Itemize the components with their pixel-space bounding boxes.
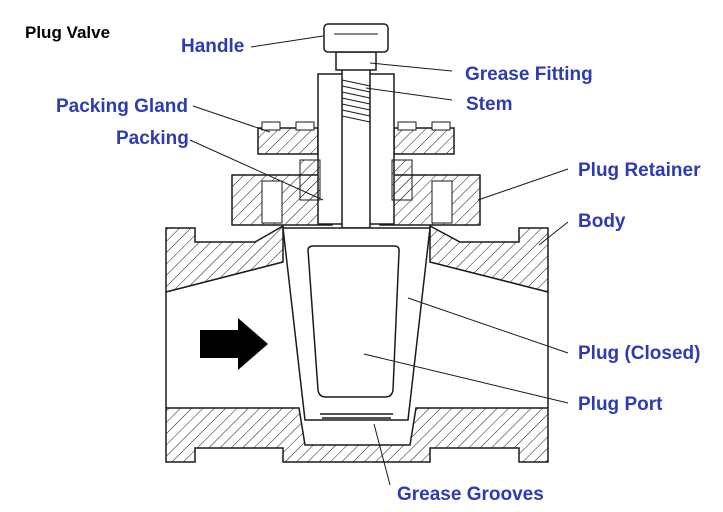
label-plug-retainer: Plug Retainer — [578, 160, 701, 181]
label-stem: Stem — [466, 94, 513, 115]
handle — [323, 23, 389, 53]
plug-port — [307, 245, 400, 398]
label-packing-gland: Packing Gland — [56, 96, 188, 117]
label-plug-port: Plug Port — [578, 394, 663, 415]
label-plug-closed: Plug (Closed) — [578, 343, 701, 364]
valve-body — [165, 224, 549, 463]
label-body: Body — [578, 211, 626, 232]
label-packing: Packing — [116, 128, 189, 149]
arrow-right-icon — [200, 318, 268, 370]
stem — [335, 51, 377, 229]
label-grease-grooves: Grease Grooves — [397, 484, 544, 505]
label-grease-fitting: Grease Fitting — [465, 64, 593, 85]
diagram-title: Plug Valve — [25, 23, 111, 42]
label-handle: Handle — [181, 36, 245, 57]
leader-lines — [189, 35, 569, 486]
